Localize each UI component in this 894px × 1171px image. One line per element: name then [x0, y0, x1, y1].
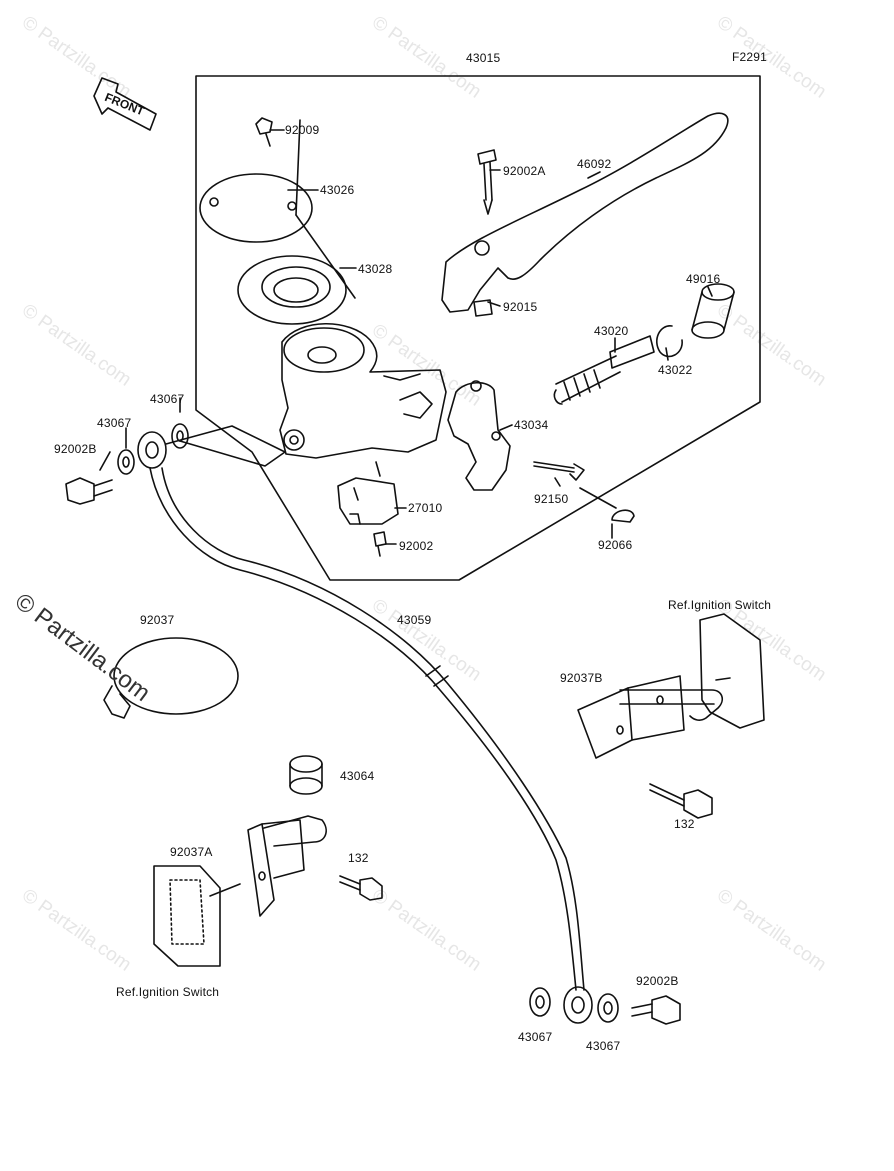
part-label-43067-bottom-left[interactable]: 43067 — [518, 1030, 553, 1044]
figure-code: F2291 — [732, 50, 768, 64]
part-label-43020[interactable]: 43020 — [594, 324, 629, 338]
part-label-92002B-right[interactable]: 92002B — [636, 974, 679, 988]
part-label-43022[interactable]: 43022 — [658, 363, 693, 377]
part-label-92150[interactable]: 92150 — [534, 492, 569, 506]
part-label-92002A[interactable]: 92002A — [503, 164, 546, 178]
part-label-132-mid[interactable]: 132 — [348, 851, 369, 865]
part-label-43067-top[interactable]: 43067 — [150, 392, 185, 406]
part-label-49016[interactable]: 49016 — [686, 272, 721, 286]
part-label-92002B-left[interactable]: 92002B — [54, 442, 97, 456]
part-label-43064[interactable]: 43064 — [340, 769, 375, 783]
front-arrow-icon — [93, 77, 157, 131]
part-label-43026[interactable]: 43026 — [320, 183, 355, 197]
part-label-92066[interactable]: 92066 — [598, 538, 633, 552]
part-label-43059[interactable]: 43059 — [397, 613, 432, 627]
part-label-92037A[interactable]: 92037A — [170, 845, 213, 859]
part-label-43028[interactable]: 43028 — [358, 262, 393, 276]
brake-hose — [149, 467, 577, 991]
part-label-92037B[interactable]: 92037B — [560, 671, 603, 685]
ref-ignition-switch-left[interactable]: Ref.Ignition Switch — [116, 985, 220, 999]
part-label-43015[interactable]: 43015 — [466, 51, 501, 65]
part-label-92009[interactable]: 92009 — [285, 123, 320, 137]
part-label-27010[interactable]: 27010 — [408, 501, 443, 515]
part-label-92037[interactable]: 92037 — [140, 613, 175, 627]
brake-lever-shape — [441, 112, 729, 313]
part-label-43034[interactable]: 43034 — [514, 418, 549, 432]
part-label-92002[interactable]: 92002 — [399, 539, 434, 553]
part-label-132-right[interactable]: 132 — [674, 817, 695, 831]
ref-ignition-switch-right[interactable]: Ref.Ignition Switch — [668, 598, 772, 612]
part-label-43067-left[interactable]: 43067 — [97, 416, 132, 430]
part-label-92015[interactable]: 92015 — [503, 300, 538, 314]
part-label-43067-bottom-right[interactable]: 43067 — [586, 1039, 621, 1053]
part-label-46092[interactable]: 46092 — [577, 157, 612, 171]
assembly-outline — [195, 75, 761, 581]
